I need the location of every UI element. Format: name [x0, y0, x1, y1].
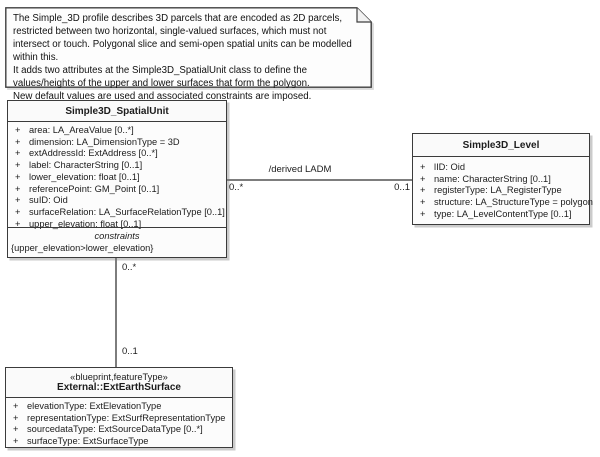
diagram-note[interactable]: The Simple_3D profile describes 3D parce… [5, 7, 372, 102]
constraints-compartment: constraints {upper_elevation>lower_eleva… [8, 227, 226, 257]
class-header: Simple3D_SpatialUnit [8, 101, 226, 122]
visibility-public: + [13, 401, 19, 411]
visibility-public: + [420, 197, 426, 208]
attributes-compartment: + elevationType: ExtElevationType + repres… [6, 398, 232, 448]
attribute-row: + label: CharacterString [0..1] [8, 160, 226, 172]
visibility-public: + [13, 436, 19, 447]
visibility-public: + [420, 208, 426, 219]
attributes-compartment: + area: LA_AreaValue [0..*] + dimension: L… [8, 122, 226, 230]
class-stereotype: «blueprint,featureType» [70, 372, 168, 382]
attribute-row: + surfaceType: ExtSurfaceType [6, 436, 232, 448]
attribute-text: area: LA_AreaValue [0..*] [29, 125, 134, 135]
attribute-text: suID: Oid [29, 195, 68, 206]
attribute-text: surfaceRelation: LA_SurfaceRelationType … [29, 206, 225, 217]
attribute-row: + sourcedataType: ExtSourceDataType [0..*… [6, 424, 232, 436]
multiplicity-label: 0..* [122, 262, 137, 273]
class-external-extearthsurface[interactable]: «blueprint,featureType» External::ExtEar… [5, 367, 233, 448]
attribute-row: + area: LA_AreaValue [0..*] [8, 125, 226, 137]
association-label: /derived LADM [268, 164, 332, 175]
attribute-row: + suID: Oid [8, 195, 226, 207]
attribute-text: registerType: LA_RegisterType [434, 185, 562, 196]
multiplicity-label: 0..1 [122, 346, 138, 357]
attribute-row: + extAddressId: ExtAddress [0..*] [8, 148, 226, 160]
attribute-row: + elevationType: ExtElevationType [6, 401, 232, 413]
visibility-public: + [420, 173, 426, 184]
visibility-public: + [15, 136, 21, 147]
class-header: «blueprint,featureType» External::ExtEar… [6, 368, 232, 398]
attribute-text: extAddressId: ExtAddress [0..*] [29, 148, 158, 159]
attribute-text: elevationType: ExtElevationType [27, 401, 162, 411]
attribute-row: + upper_elevation: float [0..1] [8, 219, 226, 231]
note-paragraph: The Simple_3D profile describes 3D parce… [13, 13, 352, 63]
visibility-public: + [420, 185, 426, 196]
attribute-text: dimension: LA_DimensionType = 3D [29, 136, 180, 147]
attribute-row: + name: CharacterString [0..1] [413, 174, 589, 186]
visibility-public: + [15, 183, 21, 194]
attribute-text: referencePoint: GM_Point [0..1] [29, 183, 160, 194]
attribute-row: + lID: Oid [413, 162, 589, 174]
attribute-text: upper_elevation: float [0..1] [29, 218, 142, 229]
visibility-public: + [15, 195, 21, 206]
association-derived-ladm-line[interactable] [227, 179, 412, 181]
visibility-public: + [13, 412, 19, 423]
note-paragraph: It adds two attributes at the Simple3D_S… [13, 65, 310, 89]
attribute-text: sourcedataType: ExtSourceDataType [0..*] [27, 424, 203, 435]
visibility-public: + [420, 162, 426, 172]
class-simple3d-level[interactable]: Simple3D_Level + lID: Oid + name: Characte… [412, 133, 593, 225]
multiplicity-label: 0..* [229, 182, 244, 193]
attribute-row: + representationType: ExtSurfRepresentati… [6, 413, 232, 425]
attribute-text: structure: LA_StructureType = polygon [434, 197, 593, 208]
attribute-text: lID: Oid [434, 162, 465, 172]
visibility-public: + [15, 171, 21, 182]
class-title: Simple3D_Level [462, 139, 540, 151]
association-earth-surface-line[interactable] [115, 258, 117, 367]
attribute-row: + structure: LA_StructureType = polygon [413, 197, 593, 209]
attributes-compartment: +lID: Oid +name: CharacterString [0..1] … [413, 157, 593, 221]
class-header: Simple3D_Level [413, 134, 589, 157]
note-paragraph: New default values are used and associat… [13, 91, 312, 102]
attribute-text: surfaceType: ExtSurfaceType [27, 436, 149, 447]
class-simple3d-spatialunit[interactable]: Simple3D_SpatialUnit + area: LA_AreaValue… [7, 100, 227, 258]
visibility-public: + [15, 125, 21, 135]
visibility-public: + [15, 206, 21, 217]
visibility-public: + [15, 218, 21, 229]
multiplicity-label: 0..1 [394, 182, 410, 193]
attribute-text: representationType: ExtSurfRepresentatio… [27, 412, 226, 423]
attribute-row: + surfaceRelation: LA_SurfaceRelationType… [8, 207, 226, 219]
attribute-text: name: CharacterString [0..1] [434, 173, 551, 184]
attribute-row: + dimension: LA_DimensionType = 3D [8, 137, 226, 149]
attribute-text: label: CharacterString [0..1] [29, 160, 143, 171]
note-shape [5, 7, 372, 88]
attribute-text: lower_elevation: float [0..1] [29, 171, 140, 182]
note-text: The Simple_3D profile describes 3D parce… [13, 12, 365, 103]
visibility-public: + [15, 160, 21, 171]
visibility-public: + [13, 424, 19, 435]
constraint-expression: {upper_elevation>lower_elevation} [11, 243, 154, 253]
attribute-row: + registerType: LA_RegisterType [413, 185, 589, 197]
attribute-row: + lower_elevation: float [0..1] [8, 172, 226, 184]
attribute-row: + type: LA_LevelContentType [0..1] [413, 209, 589, 221]
visibility-public: + [15, 148, 21, 159]
class-title: External::ExtEarthSurface [57, 382, 181, 393]
constraints-label: constraints [94, 231, 140, 241]
class-title: Simple3D_SpatialUnit [65, 105, 169, 117]
attribute-row: + referencePoint: GM_Point [0..1] [8, 184, 226, 196]
attribute-text: type: LA_LevelContentType [0..1] [434, 208, 572, 219]
